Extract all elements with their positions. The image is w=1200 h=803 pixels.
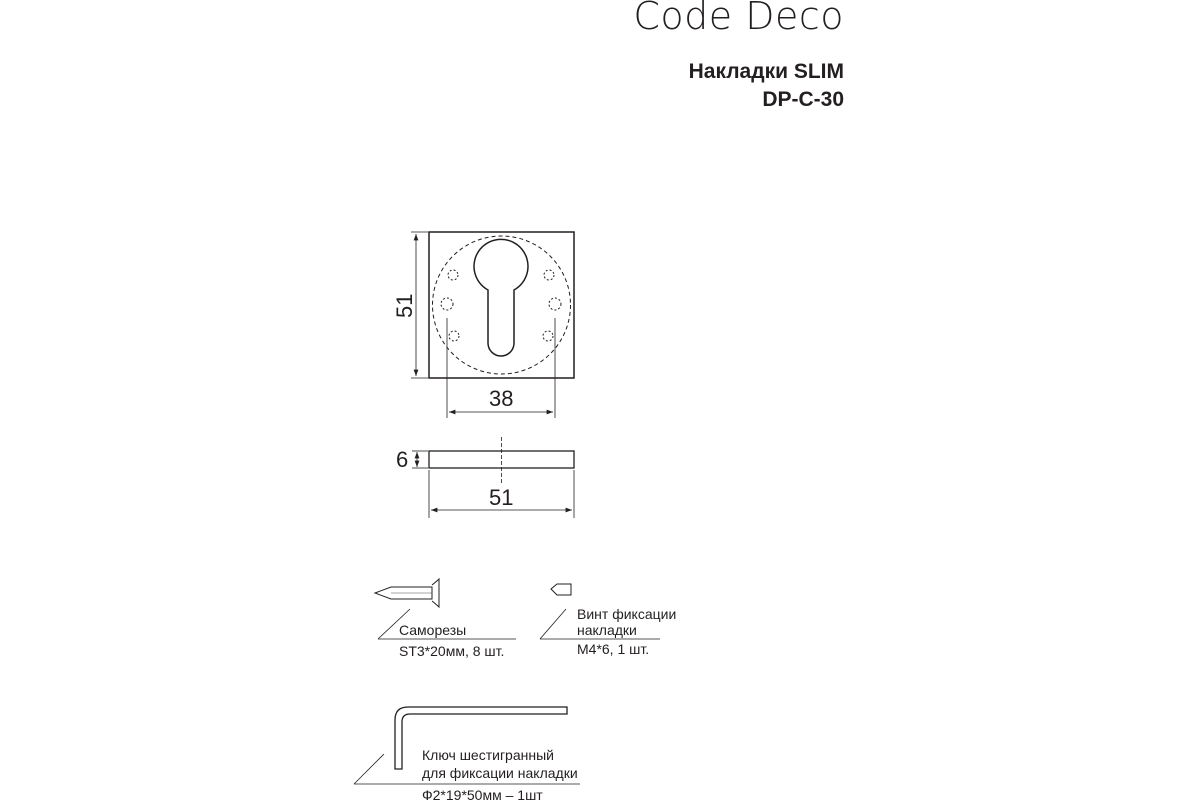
screws-label: Саморезы — [399, 622, 467, 638]
thickness-dimension: 6 — [396, 447, 409, 472]
height-dimension: 51 — [392, 293, 417, 318]
brand-logo: Code Deco — [633, 0, 844, 38]
hex-key-label-1: Ключ шестигранный — [422, 747, 554, 763]
fixing-screw-spec: M4*6, 1 шт. — [577, 641, 650, 657]
fixing-screw-label-1: Винт фиксации — [577, 606, 677, 622]
plate-outline — [428, 231, 575, 379]
front-view — [411, 231, 575, 418]
side-view — [412, 437, 575, 518]
fixing-screw-label-2: накладки — [577, 622, 637, 638]
product-code: DP-C-30 — [762, 88, 844, 111]
hex-key-spec: Ф2*19*50мм – 1шт — [422, 787, 543, 803]
fixing-screw-icon — [550, 583, 572, 596]
cylinder-cutout — [473, 238, 529, 357]
width-dimension: 51 — [489, 485, 514, 510]
screw-icon — [373, 577, 440, 609]
product-title: Накладки SLIM — [688, 60, 844, 83]
rosette-circle — [432, 235, 571, 375]
screws-spec: ST3*20мм, 8 шт. — [399, 643, 505, 659]
hole-spacing-dimension: 38 — [489, 386, 514, 411]
hex-key-label-2: для фиксации накладки — [422, 765, 578, 781]
mounting-holes — [440, 269, 562, 342]
hex-key-icon — [394, 706, 568, 770]
plate-side — [428, 450, 575, 469]
